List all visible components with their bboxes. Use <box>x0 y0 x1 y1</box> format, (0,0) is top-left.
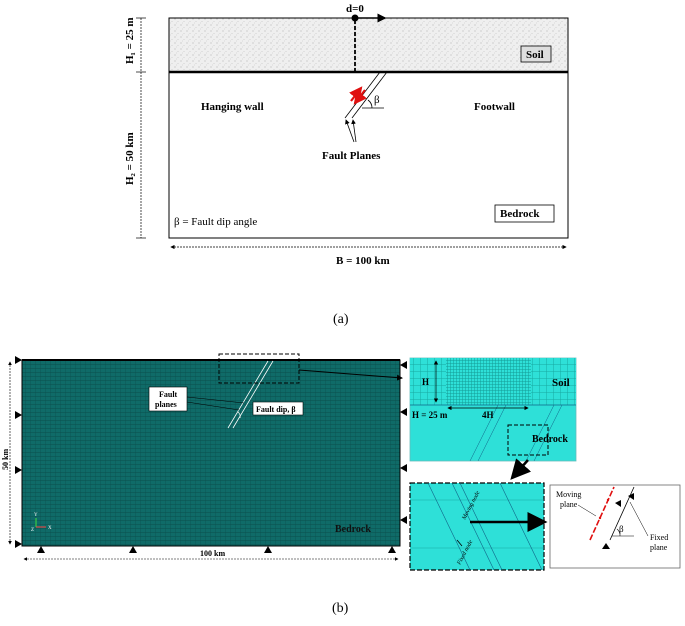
zoom-diag-4 <box>499 482 543 571</box>
inset-soil-mesh-right <box>531 358 576 405</box>
fault-planes-pointer-2 <box>351 119 357 143</box>
zoom-frame <box>409 482 545 571</box>
triangle-support-icon <box>15 411 22 419</box>
triangle-support-icon <box>615 500 621 507</box>
triangle-support-icon <box>628 493 634 500</box>
fault-planes-pointer-b-2 <box>186 401 240 411</box>
mesh-fault-line-1 <box>227 360 269 429</box>
inset-fault-3 <box>525 404 555 462</box>
h2-label: H₂ = 50 km <box>124 132 136 185</box>
fault-planes-label-b-line1: Fault <box>159 390 178 399</box>
mesh-fault-line-2 <box>232 360 274 429</box>
zoom-node-detail: Moving node Fixed node <box>409 482 548 571</box>
fault-planes-pointer-b-1 <box>186 396 245 404</box>
width-label: B = 100 km <box>336 255 390 267</box>
triangle-support-icon <box>37 546 45 553</box>
moving-plane-line <box>589 486 615 541</box>
fixed-plane-pointer <box>629 501 649 537</box>
zoom-connector-arrow-icon <box>298 369 403 381</box>
triangle-support-icon <box>388 546 396 553</box>
plane-schematic: β Moving plane Fixed plane <box>549 484 681 569</box>
inset-zoom-box <box>507 424 549 456</box>
panel-a: d=0 β Fault Planes Hanging wall Footwall… <box>124 3 569 327</box>
mesh-domain <box>21 359 401 547</box>
zoom-diag-2 <box>451 482 495 571</box>
triangle-support-icon <box>15 466 22 474</box>
inset-fault-2 <box>477 404 507 462</box>
bottom-supports <box>37 546 396 553</box>
fixed-plane-label-line2: plane <box>650 543 668 552</box>
soil-label-box <box>520 45 552 63</box>
zoom-node-arrow <box>456 539 463 547</box>
footwall-label: Footwall <box>474 101 515 113</box>
caption-a: (a) <box>333 312 349 327</box>
triangle-support-icon <box>15 540 22 548</box>
inset-bedrock-label: Bedrock <box>532 434 568 445</box>
h1-label: H₁ = 25 m <box>124 17 136 64</box>
zoom-region-box <box>218 353 300 384</box>
inset-h25-label: H = 25 m <box>412 410 448 420</box>
fault-dip-label: Fault dip, β <box>256 405 296 414</box>
inset-4h-label: 4H <box>482 410 494 420</box>
fault-planes-pointer-1 <box>345 119 355 143</box>
fault-plane-2 <box>351 71 388 119</box>
moving-node-dot <box>606 498 610 502</box>
bedrock-label: Bedrock <box>500 208 540 220</box>
width-label-b: 100 km <box>200 549 225 558</box>
zoom-diag-3 <box>459 482 503 571</box>
soil-layer <box>168 17 569 73</box>
triangle-support-icon <box>400 361 407 369</box>
beta-symbol: β <box>374 94 380 106</box>
triangle-support-icon <box>129 546 137 553</box>
moving-node-dot <box>598 516 602 520</box>
schematic-beta-symbol: β <box>619 524 624 534</box>
fault-planes-label-b-line2: planes <box>155 400 177 409</box>
beta-arc <box>367 99 373 109</box>
beta-definition: β = Fault dip angle <box>174 216 257 228</box>
triangle-support-icon <box>400 516 407 524</box>
height-label-b: 50 km <box>1 449 10 470</box>
fault-dip-label-box <box>252 401 304 416</box>
moving-plane-pointer <box>577 504 597 517</box>
inset-h-label: H <box>422 377 429 387</box>
inset-soil-mesh-left <box>410 358 446 405</box>
soil-label: Soil <box>526 49 544 61</box>
axis-y-label: Y <box>34 513 38 518</box>
inset-fault-1 <box>469 404 499 462</box>
inset-zoom-arrow-icon <box>510 458 532 480</box>
moving-plane-label-line1: Moving <box>556 490 581 499</box>
axis-x-label: X <box>48 526 52 531</box>
fault-planes-label: Fault Planes <box>322 150 381 162</box>
bedrock-label-box <box>494 204 555 223</box>
triangle-support-icon <box>400 408 407 416</box>
left-supports <box>15 356 22 548</box>
fault-dip-arc <box>237 411 241 419</box>
moving-plane-label-line2: plane <box>560 500 578 509</box>
inset-soil-detail: H H = 25 m 4H Soil Bedrock <box>409 357 577 480</box>
right-supports <box>400 361 407 524</box>
inset-soil-label: Soil <box>552 377 570 389</box>
triangle-support-icon <box>400 464 407 472</box>
axis-z-label: Z <box>31 528 34 533</box>
inset-soil-mesh-center <box>446 358 531 405</box>
zoom-diag-1 <box>427 482 471 571</box>
schematic-frame <box>549 484 681 569</box>
fixed-plane-label-line1: Fixed <box>650 533 668 542</box>
mesh-bedrock-label: Bedrock <box>335 524 371 535</box>
schematic-beta-arc <box>616 528 621 537</box>
triangle-support-icon <box>602 543 610 549</box>
fault-planes-label-box-b <box>148 386 188 412</box>
d0-label: d=0 <box>346 3 364 15</box>
triangle-support-icon <box>15 356 22 364</box>
caption-b: (b) <box>332 601 349 616</box>
triangle-support-icon <box>264 546 272 553</box>
panel-b: Fault planes Fault dip, β Bedrock Y X Z <box>1 353 681 616</box>
slip-arrow-down-icon <box>353 89 367 105</box>
hanging-wall-label: Hanging wall <box>201 101 264 113</box>
